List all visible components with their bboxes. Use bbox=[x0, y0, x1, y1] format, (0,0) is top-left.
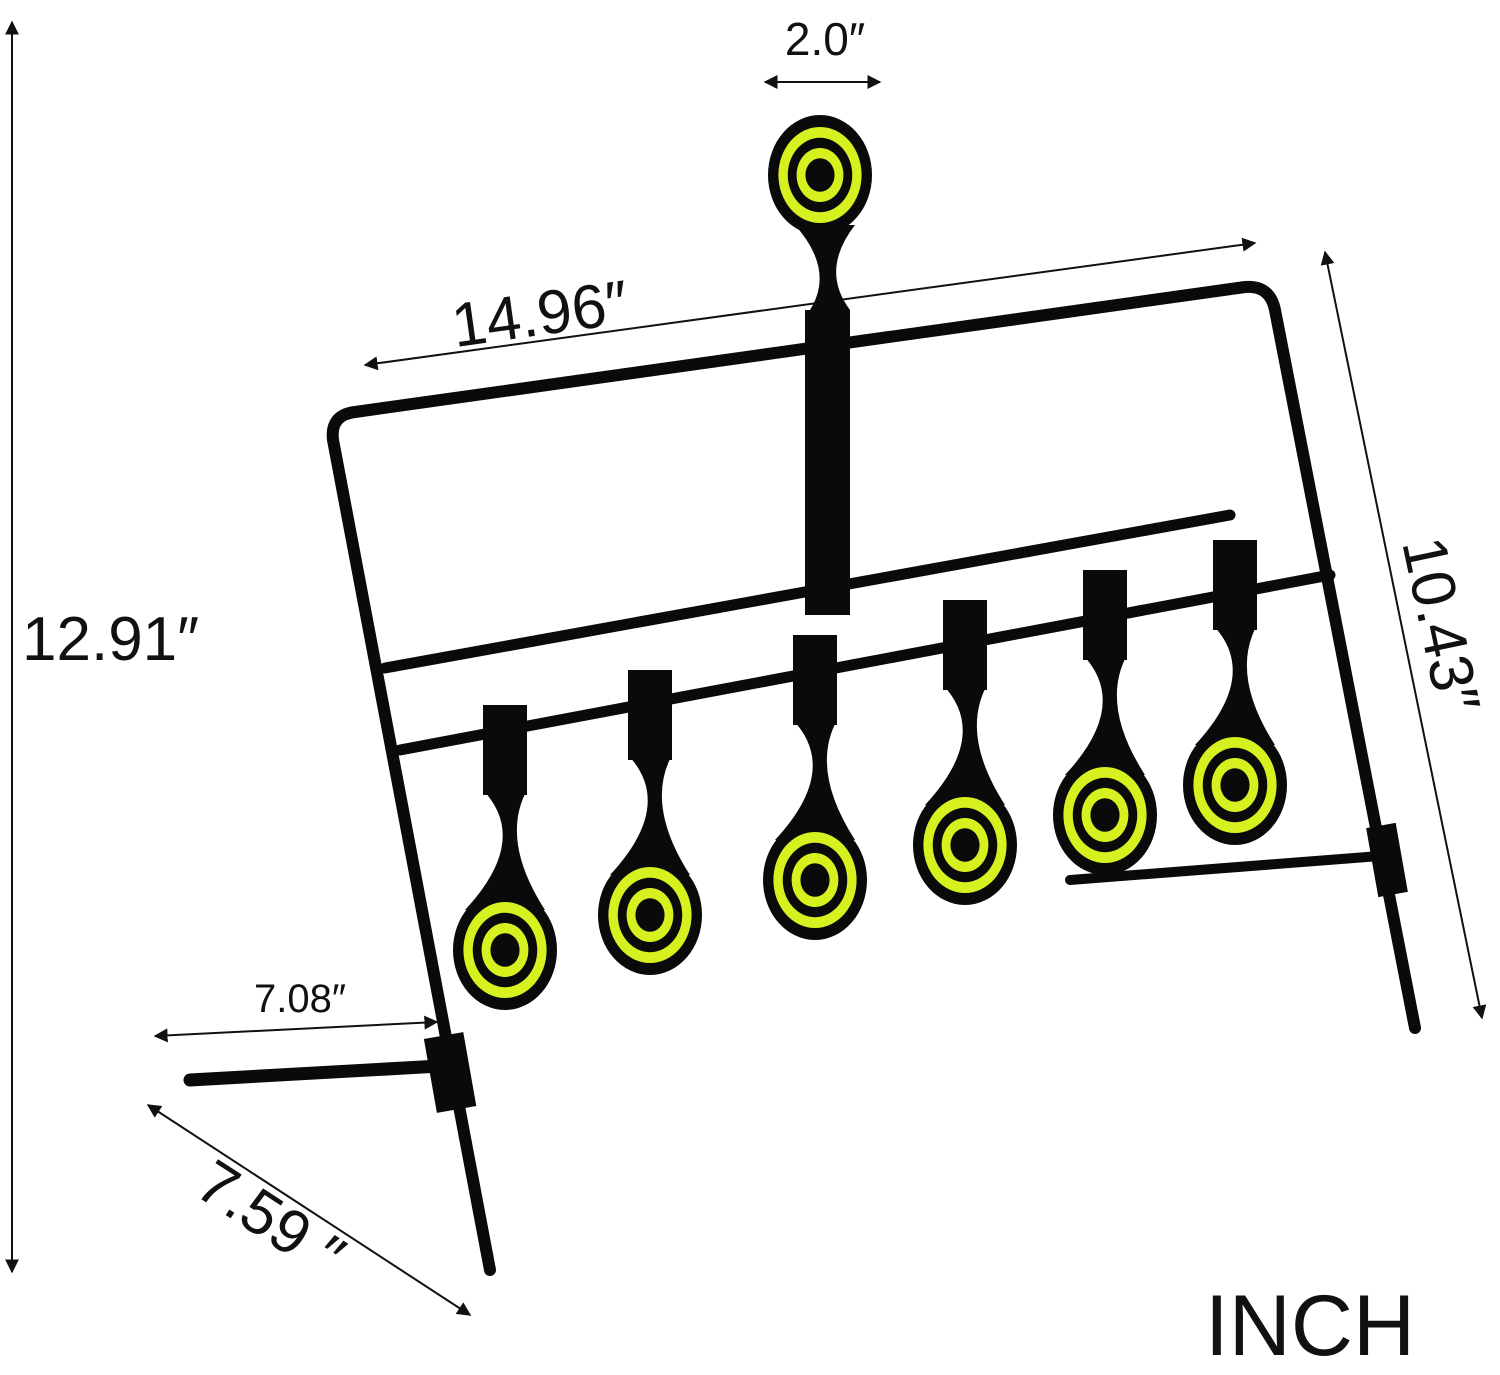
spinner-target-6 bbox=[1183, 540, 1287, 845]
foot-length-label: 7.08″ bbox=[254, 977, 346, 1021]
target-tab bbox=[1083, 570, 1127, 660]
target-twist bbox=[775, 720, 855, 840]
target-twist bbox=[1065, 655, 1145, 775]
width-label: 14.96″ bbox=[447, 268, 632, 361]
spinner-target-5 bbox=[1053, 570, 1157, 875]
base-depth-arrow bbox=[146, 1104, 472, 1316]
top-target-twist bbox=[795, 225, 855, 310]
target-tab bbox=[943, 600, 987, 690]
spinner-targets bbox=[453, 540, 1287, 1010]
spinner-target-4 bbox=[913, 600, 1017, 905]
target-tab bbox=[483, 705, 527, 795]
left-foot-sleeve bbox=[423, 1032, 477, 1113]
depth-right-label: 10.43″ bbox=[1388, 531, 1492, 719]
spinner-target-2 bbox=[598, 670, 702, 975]
target-diameter-label: 2.0″ bbox=[785, 13, 865, 65]
target-twist bbox=[465, 790, 545, 910]
base-depth-label: 7.59 ″ bbox=[184, 1147, 356, 1292]
width-dimension-arrow bbox=[363, 237, 1257, 371]
spinner-target-1 bbox=[453, 705, 557, 1010]
spinner-target-3 bbox=[763, 635, 867, 940]
target-tab bbox=[1213, 540, 1257, 630]
target-tab bbox=[628, 670, 672, 760]
target-twist bbox=[1195, 625, 1275, 745]
target-twist bbox=[925, 685, 1005, 805]
height-label: 12.91″ bbox=[22, 605, 199, 674]
unit-label: INCH bbox=[1205, 1278, 1415, 1374]
center-plate bbox=[805, 310, 850, 615]
top-target bbox=[768, 115, 872, 235]
foot-length-arrow bbox=[153, 1015, 439, 1043]
target-twist bbox=[610, 755, 690, 875]
right-foot-sleeve bbox=[1366, 822, 1408, 898]
target-tab bbox=[793, 635, 837, 725]
depth-right-dimension-arrow bbox=[1320, 250, 1487, 1020]
